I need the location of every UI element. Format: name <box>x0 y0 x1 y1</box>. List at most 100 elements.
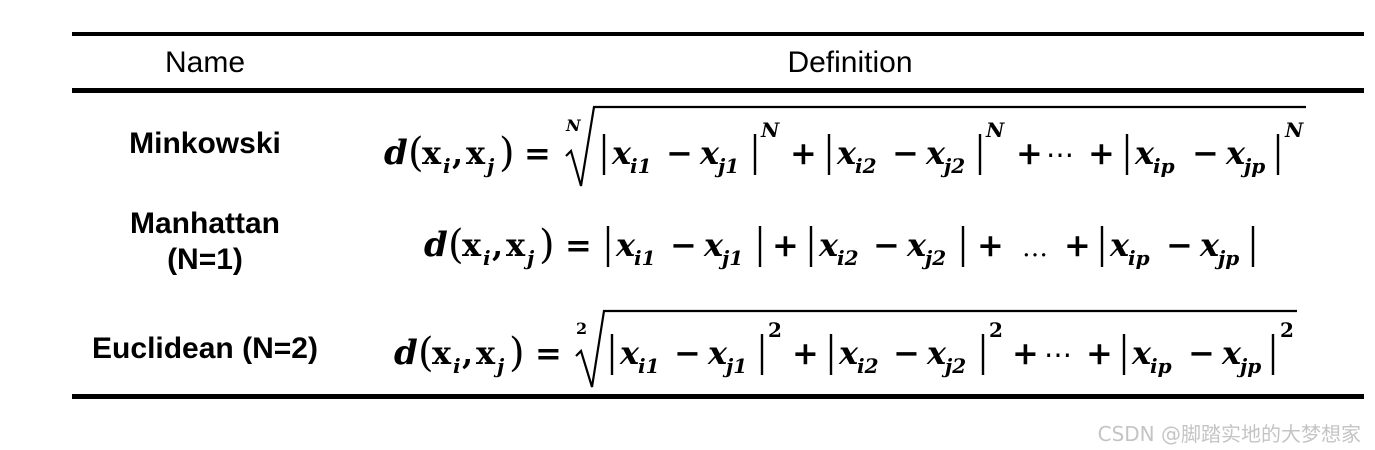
svg-text:x: x <box>818 226 839 264</box>
svg-text:x: x <box>703 226 724 264</box>
svg-text:ip: ip <box>1128 246 1150 270</box>
svg-text:…: … <box>1022 233 1048 263</box>
root-index-euclidean: 2 <box>576 319 587 338</box>
svg-text:d: d <box>424 225 448 265</box>
svg-text:+: + <box>1086 334 1113 372</box>
svg-text:jp: jp <box>1214 246 1239 270</box>
svg-text:x: x <box>925 134 946 172</box>
row-name-minkowski: Minkowski <box>129 127 281 160</box>
svg-text:x: x <box>476 334 496 372</box>
svg-text:=: = <box>565 226 592 264</box>
table-top-rule <box>72 32 1364 36</box>
svg-text:+: + <box>1088 134 1115 172</box>
svg-text:x: x <box>611 134 632 172</box>
svg-text:j1: j1 <box>718 246 743 270</box>
svg-text:−: − <box>670 226 697 264</box>
radical-sign-euclidean <box>575 309 1297 388</box>
watermark: CSDN @脚踏实地的大梦想家 <box>1097 422 1361 446</box>
svg-text:2: 2 <box>989 318 1003 342</box>
row-name-manhattan-line1: Manhattan <box>130 207 280 240</box>
svg-text:−: − <box>893 334 920 372</box>
svg-text:x: x <box>699 134 720 172</box>
svg-text:+: + <box>1012 334 1039 372</box>
column-header-definition: Definition <box>787 46 913 79</box>
svg-text:x: x <box>619 334 640 372</box>
svg-text:,: , <box>492 226 503 264</box>
svg-text:+: + <box>772 226 799 264</box>
exponent-euclidean: 2 <box>1280 318 1294 342</box>
svg-text:i: i <box>443 154 451 178</box>
svg-text:j2: j2 <box>921 246 946 270</box>
svg-text:(: ( <box>448 222 464 268</box>
svg-text:x: x <box>707 334 728 372</box>
svg-text:−: − <box>1188 334 1215 372</box>
exponent-minkowski: N <box>1284 118 1304 142</box>
svg-text:x: x <box>432 334 452 372</box>
svg-text:i2: i2 <box>837 246 859 270</box>
svg-text:): ) <box>499 130 515 176</box>
svg-text:+: + <box>1064 226 1091 264</box>
svg-text:x: x <box>1221 334 1242 372</box>
svg-text:N: N <box>760 118 780 142</box>
column-header-name: Name <box>164 46 246 79</box>
svg-text:i1: i1 <box>630 154 652 178</box>
row-name-manhattan-line2: (N=1) <box>167 243 243 276</box>
svg-text:−: − <box>892 134 919 172</box>
svg-text:x: x <box>466 134 486 172</box>
svg-text:j1: j1 <box>714 154 739 178</box>
svg-text:i: i <box>483 246 491 270</box>
svg-text:j2: j2 <box>940 154 965 178</box>
svg-text:⋯: ⋯ <box>1046 138 1074 171</box>
svg-text:,: , <box>452 134 463 172</box>
svg-text:jp: jp <box>1236 354 1261 378</box>
svg-text:x: x <box>422 134 442 172</box>
svg-text:−: − <box>1166 226 1193 264</box>
svg-text:x: x <box>926 334 947 372</box>
svg-text:−: − <box>674 334 701 372</box>
svg-text:): ) <box>509 330 525 376</box>
row-name-euclidean: Euclidean (N=2) <box>92 332 318 365</box>
svg-text:x: x <box>1131 334 1152 372</box>
svg-text:(: ( <box>408 130 424 176</box>
svg-text:i2: i2 <box>855 154 877 178</box>
row-name-manhattan: Manhattan (N=1) <box>85 206 325 278</box>
svg-text:x: x <box>838 334 859 372</box>
svg-text:x: x <box>506 226 526 264</box>
svg-text:ip: ip <box>1153 154 1175 178</box>
lhs-d-minkowski: d <box>384 133 408 173</box>
svg-text:jp: jp <box>1240 154 1265 178</box>
svg-text:i1: i1 <box>638 354 660 378</box>
svg-text:+: + <box>790 134 817 172</box>
svg-text:x: x <box>615 226 636 264</box>
svg-text:ip: ip <box>1150 354 1172 378</box>
svg-text:x: x <box>1199 226 1220 264</box>
svg-text:2: 2 <box>768 318 782 342</box>
formula-euclidean: d ( x i , x j ) = 2 x i1 − x j1 2 + x i2… <box>394 309 1297 388</box>
svg-text:x: x <box>1225 134 1246 172</box>
svg-text:j2: j2 <box>941 354 966 378</box>
svg-text:⋯: ⋯ <box>1044 338 1072 371</box>
root-index-minkowski: N <box>565 116 582 135</box>
svg-text:=: = <box>524 134 551 172</box>
svg-text:d: d <box>394 333 418 373</box>
formula-manhattan: d ( x i , x j ) = x i1 − x j1 + x i2 − x… <box>424 222 1255 270</box>
svg-text:−: − <box>1192 134 1219 172</box>
svg-text:x: x <box>906 226 927 264</box>
svg-text:=: = <box>535 334 562 372</box>
svg-text:x: x <box>836 134 857 172</box>
svg-text:−: − <box>873 226 900 264</box>
svg-text:j1: j1 <box>722 354 747 378</box>
svg-text:,: , <box>462 334 473 372</box>
svg-text:i: i <box>453 354 461 378</box>
svg-text:−: − <box>666 134 693 172</box>
svg-text:i1: i1 <box>634 246 656 270</box>
svg-text:+: + <box>792 334 819 372</box>
table-bottom-rule <box>72 394 1364 399</box>
svg-text:N: N <box>985 118 1005 142</box>
svg-text:x: x <box>462 226 482 264</box>
table-header-rule <box>72 88 1364 93</box>
svg-text:+: + <box>1016 134 1043 172</box>
svg-text:x: x <box>1109 226 1130 264</box>
svg-text:x: x <box>1134 134 1155 172</box>
